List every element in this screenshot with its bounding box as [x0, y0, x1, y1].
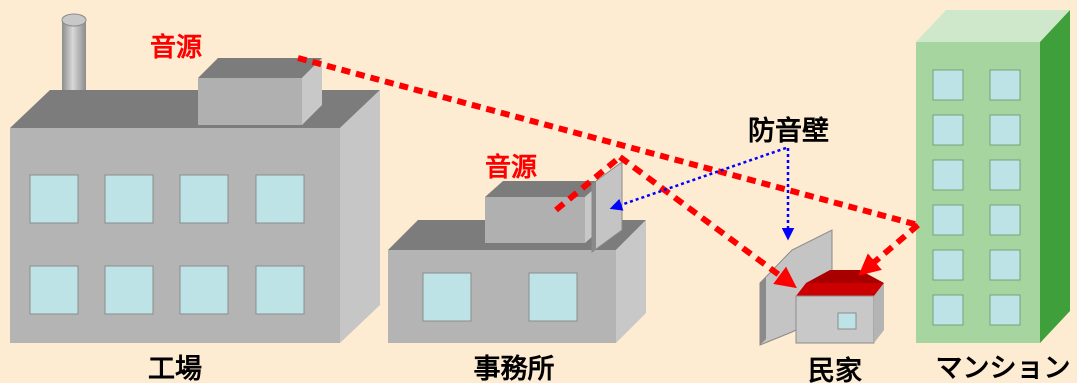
office-sound-source-box: [485, 181, 603, 243]
sound-path-mansion-reflect: [858, 222, 920, 276]
factory-building: [10, 13, 380, 343]
factory-sound-source-box: [198, 58, 322, 125]
factory-label: 工場: [148, 354, 202, 383]
office-windows: [422, 272, 578, 322]
factory-windows: [29, 174, 305, 315]
sound-path-factory-to-mansion: [297, 55, 919, 228]
house-window: [837, 312, 857, 330]
barrier-pointer-to-office: [609, 146, 787, 211]
office-building: [388, 161, 646, 343]
sound-paths: [297, 55, 920, 289]
source-label-factory: 音源: [150, 32, 202, 63]
office-label: 事務所: [474, 354, 555, 383]
office-noise-barrier: [591, 161, 623, 253]
mansion-windows: [932, 69, 1021, 326]
barrier-pointers: [609, 146, 795, 241]
mansion-building: [916, 10, 1070, 343]
source-label-office: 音源: [485, 152, 537, 183]
mansion-label: マンション: [936, 353, 1071, 383]
sound-path-office-up: [554, 154, 622, 213]
sound-path-factory-diffraction: [618, 154, 797, 289]
house-label: 民家: [808, 355, 862, 383]
barrier-label: 防音壁: [748, 115, 829, 147]
